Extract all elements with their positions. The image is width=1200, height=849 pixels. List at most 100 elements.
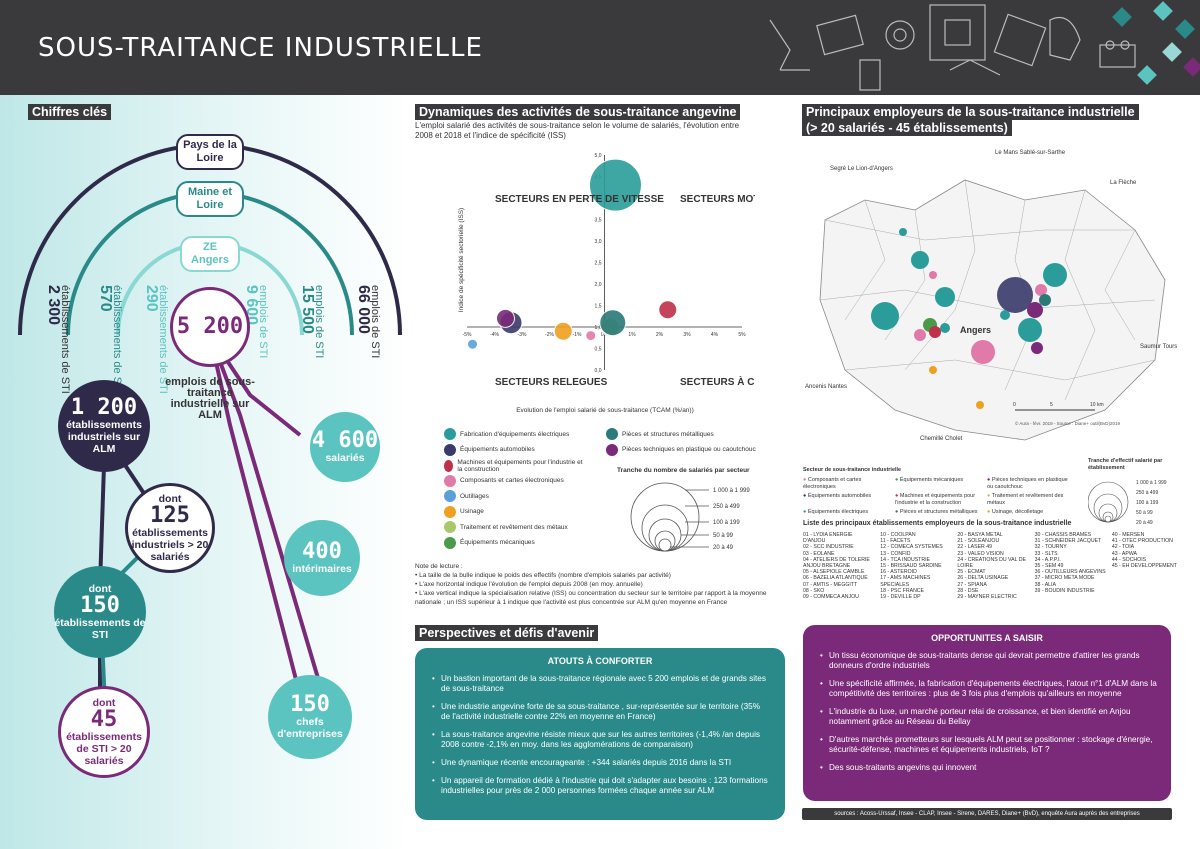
employer-item: 37 - MICRO META MODE	[1034, 575, 1095, 582]
y-tick-label: 0,5	[595, 347, 602, 353]
map-legend-item: ● Pièces et structures métalliques	[895, 509, 978, 515]
industrial-icons-decoration	[769, 1, 1200, 91]
employer-item: 30 - CHASSIS BRAMES	[1034, 532, 1092, 538]
data-point	[589, 158, 642, 212]
map-legend-item: ● Composants et cartes électroniques	[803, 477, 862, 490]
map-size-20: 20 à 49	[1136, 520, 1153, 526]
data-point	[599, 309, 627, 337]
employer-item: 41 - OTEC PRODUCTION	[1111, 538, 1173, 545]
y-tick-label: 2,5	[595, 261, 602, 267]
x-tick-label: -2%	[545, 332, 554, 338]
employer-item: 18 - PSC FRANCE	[880, 587, 925, 594]
legend-swatch	[444, 505, 456, 518]
employer-item: 01 - LYDIA ENERGIE D'ANJOU	[803, 532, 853, 545]
legend-swatch	[444, 536, 456, 549]
map-label-ancenis: Ancenis Nantes	[805, 384, 847, 390]
legend-swatch	[606, 428, 618, 440]
map-size-100: 100 à 199	[1136, 500, 1158, 506]
legend-swatch	[444, 474, 456, 487]
legend-swatch	[444, 521, 456, 533]
atout-item: Une dynamique récente encourageante : +3…	[432, 758, 771, 768]
quadrant-bottom-right: SECTEURS À CONFORTER	[680, 375, 755, 388]
employer-item: 26 - DELTA USINAGE	[957, 575, 1009, 582]
employer-item: 22 - LASER 49	[957, 544, 993, 551]
quadrant-bottom-left: SECTEURS RELEGUES	[495, 377, 608, 388]
map-legend-item: ● Machines et équipements pour l'industr…	[895, 493, 976, 506]
page-title: SOUS-TRAITANCE INDUSTRIELLE	[38, 33, 483, 63]
x-tick-label: 0%	[601, 332, 609, 338]
x-axis-label: Evolution de l'emploi salarié de sous-tr…	[516, 407, 694, 414]
size-legend-20: 20 à 49	[713, 545, 734, 551]
employer-item: 31 - SCHNEIDER JACQUET	[1034, 538, 1102, 545]
employer-item: 12 - COMECA SYSTEMES	[880, 544, 943, 551]
x-tick-label: 2%	[656, 332, 664, 338]
map-label-chemille: Chemillé Cholet	[920, 436, 963, 442]
employer-item: 29 - MAYNER ELECTRIC	[957, 594, 1017, 601]
atout-item: Une industrie angevine forte de sa sous-…	[432, 702, 771, 722]
employers-subtitle: (> 20 salariés - 45 établissements)	[802, 120, 1012, 136]
quadrant-top-right: SECTEURS MOTEURS	[680, 194, 755, 205]
employer-item: 36 - OUTILLEURS ANGEVINS	[1034, 569, 1106, 576]
size-legend-1000: 1 000 à 1 999	[713, 488, 750, 494]
legend-label: Machines et équipements pour l'industrie…	[457, 459, 583, 473]
x-tick-label: 4%	[711, 332, 719, 338]
employer-item: 20 - BASYA METAL	[957, 532, 1003, 538]
map-legend-item: ● Équipements automobiles	[803, 493, 872, 499]
opportunities-box: OPPORTUNITES A SAISIR Un tissu économiqu…	[803, 625, 1171, 801]
employer-item: 11 - FACETS	[880, 538, 911, 545]
employer-item: 16 - ASTEROID	[880, 569, 917, 576]
opportunity-item: Des sous-traitants angevins qui innovent	[820, 763, 1157, 773]
map-legend-item: ● Traitement et revêtement des métaux	[987, 493, 1064, 506]
map-sector-legend: Secteur de sous-traitance industrielle ●…	[803, 467, 1073, 516]
legend-item: Outillages	[444, 490, 589, 502]
employer-item: 07 - AMTIS - MEGGITT	[803, 581, 858, 588]
opportunities-title: OPPORTUNITES A SAISIR	[931, 633, 1043, 643]
atout-item: Un bastion important de la sous-traitanc…	[432, 674, 771, 694]
legend-item: Pièces techniques en plastique ou caoutc…	[606, 443, 756, 456]
size-legend-250: 250 à 499	[713, 504, 740, 510]
x-tick-label: -5%	[463, 332, 472, 338]
legend-item: Équipements automobiles	[444, 443, 589, 456]
center-bubble: 5 200	[170, 287, 250, 367]
employer-item: 32 - TOURNY	[1034, 544, 1067, 551]
opportunity-item: Un tissu économique de sous-traitants de…	[820, 651, 1157, 671]
employer-item: 42 - TOIA	[1111, 544, 1135, 551]
note-1: • La taille de la bulle indique le poids…	[415, 572, 671, 579]
employer-item: 14 - TCA INDUSTRIE	[880, 556, 930, 563]
y-tick-label: 3,0	[595, 239, 602, 245]
y-tick-label: 3,5	[595, 218, 602, 224]
employer-item: 04 - ATELIERS DE TOLERIE ANJOU BRETAGNE	[803, 556, 870, 570]
employer-item: 19 - DEVILLE DP	[880, 594, 921, 601]
map-size-1000: 1 000 à 1 999	[1136, 480, 1167, 486]
map-size-circles: 1 000 à 1 999 250 à 499 100 à 199 50 à 9…	[1087, 480, 1167, 526]
atout-item: La sous-traitance angevine résiste mieux…	[432, 730, 771, 750]
employer-item: 05 - ALSEPIOLE CAMBLE	[803, 569, 865, 576]
y-axis-label: Indice de spécificité sectorielle (ISS)	[458, 208, 465, 312]
key-figures-title: Chiffres clés	[28, 104, 112, 120]
data-point	[553, 321, 573, 341]
legend-item: Traitement et revêtement des métaux	[444, 521, 589, 533]
employer-item: 44 - SOCHOIS	[1111, 556, 1147, 563]
employer-item: 35 - SEM 49	[1034, 563, 1064, 570]
map-credit: © Aura - févr. 2019 - Source : Diane+ ou…	[1015, 420, 1120, 426]
size-legend-title: Tranche du nombre de salariés par secteu…	[617, 467, 750, 474]
arc-label-ze: ZE Angers	[180, 236, 240, 272]
y-tick-label: 5,0	[595, 153, 602, 159]
size-legend-100: 100 à 199	[713, 520, 740, 526]
employer-item: 33 - SLTS	[1034, 550, 1058, 557]
legend-swatch	[606, 443, 618, 456]
legend-item: Fabrication d'équipements électriques	[444, 428, 589, 440]
employer-item: 02 - SCC INDUSTRIE	[803, 544, 854, 551]
map-label-saumur: Saumur Tours	[1140, 344, 1177, 350]
employer-list-title: Liste des principaux établissements empl…	[803, 520, 1072, 527]
legend-label: Composants et cartes électroniques	[460, 477, 564, 484]
